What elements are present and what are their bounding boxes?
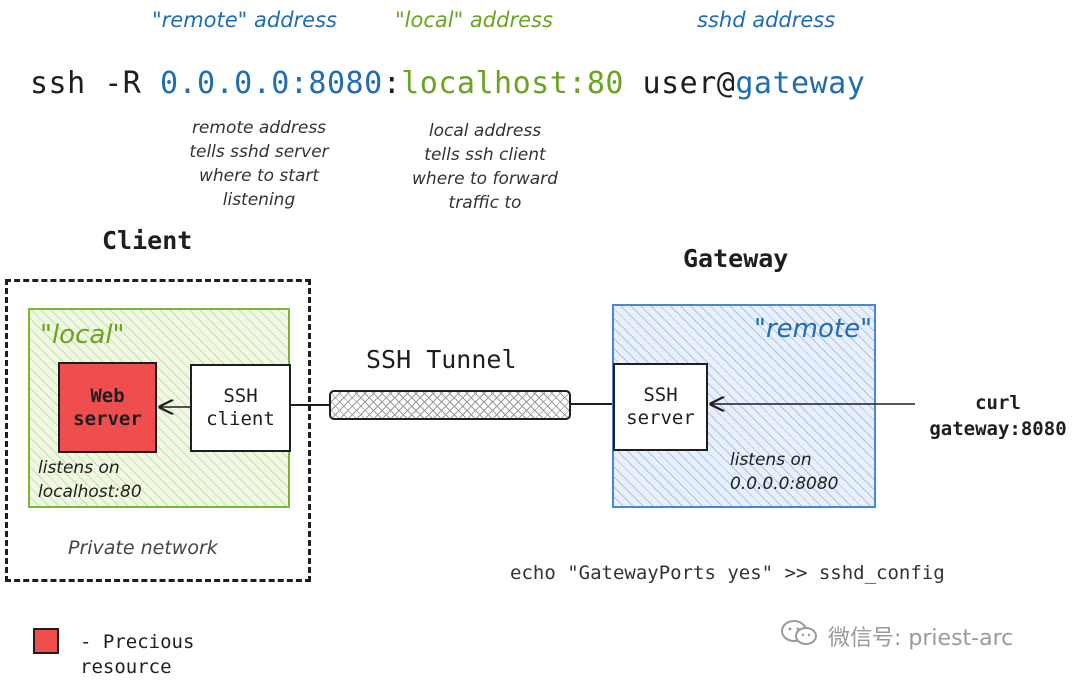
- gateway-listens-note: listens on 0.0.0.0:8080: [730, 450, 839, 494]
- remote-zone: [612, 304, 876, 508]
- wechat-icon: [781, 620, 817, 645]
- command-prefix: ssh -R: [30, 66, 160, 101]
- ssh-tunnel: [329, 390, 571, 420]
- web-server-node: Web server: [58, 362, 157, 453]
- ssh-client-node: SSH client: [190, 364, 291, 452]
- client-listens-note: listens on localhost:80: [38, 458, 142, 502]
- private-network-label: Private network: [68, 537, 218, 559]
- ssh-server-node: SSH server: [613, 363, 708, 451]
- curl-command: curl gateway:8080: [929, 392, 1067, 440]
- remote-address-value: 0.0.0.0:8080: [159, 66, 383, 101]
- sshd-address-header: sshd address: [697, 8, 836, 32]
- remote-zone-label: "remote": [754, 314, 873, 344]
- ssh-command: ssh -R 0.0.0.0:8080:localhost:80 user@ga…: [30, 66, 865, 101]
- local-address-note: local address tells ssh client where to …: [412, 121, 558, 213]
- remote-address-note: remote address tells sshd server where t…: [189, 118, 329, 210]
- client-title: Client: [102, 226, 193, 255]
- local-address-value: localhost:80: [401, 66, 624, 101]
- local-address-header: "local" address: [395, 8, 553, 32]
- command-separator: :: [382, 66, 402, 101]
- gateway-title: Gateway: [683, 244, 789, 273]
- watermark-text: 微信号: priest-arc: [828, 626, 1014, 651]
- local-zone-label: "local": [40, 320, 125, 350]
- legend-text: - Precious resource: [80, 631, 195, 678]
- command-user: user@: [624, 66, 736, 101]
- ssh-tunnel-label: SSH Tunnel: [366, 345, 517, 374]
- precious-resource-swatch: [33, 628, 59, 654]
- remote-address-header: "remote" address: [152, 8, 337, 32]
- command-host: gateway: [735, 66, 866, 101]
- gateway-ports-command: echo "GatewayPorts yes" >> sshd_config: [510, 562, 945, 584]
- private-network-box: [5, 279, 311, 582]
